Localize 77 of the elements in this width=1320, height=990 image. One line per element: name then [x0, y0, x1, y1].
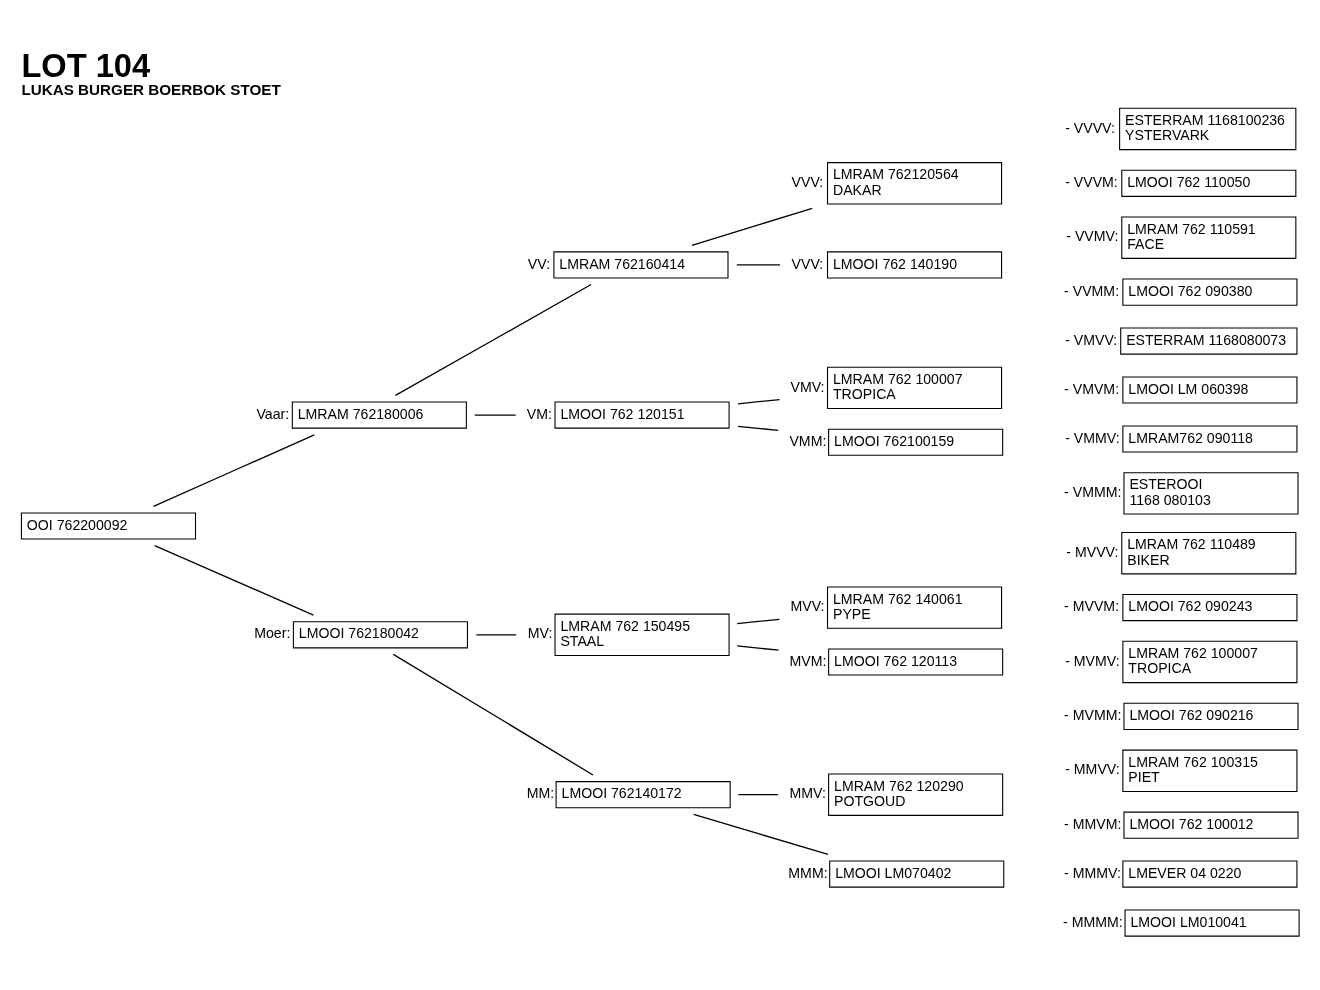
node-box: ESTERRAM 1168100236 YSTERVARK: [1119, 107, 1297, 151]
connector: [737, 398, 781, 405]
node-label: - MVMV:: [1065, 652, 1120, 669]
node-label: - VMVV:: [1065, 331, 1118, 348]
node-box: LMOOI 762180042: [292, 621, 468, 649]
node-box: LMOOI 762140172: [555, 781, 731, 809]
node-label: VMV:: [790, 378, 825, 395]
node-box: LMEVER 04 0220: [1122, 860, 1298, 888]
node-box: LMOOI LM010041: [1124, 909, 1300, 937]
node-label: - VMMM:: [1064, 484, 1122, 501]
node-box: LMRAM762 090118: [1122, 425, 1298, 453]
node-box: LMRAM 762180006: [291, 401, 467, 429]
node-label: VM:: [526, 405, 552, 422]
node-box: LMRAM 762 150495 STAAL: [554, 613, 730, 656]
node-box: LMOOI 762 120113: [828, 648, 1004, 676]
node-label: - MVMM:: [1064, 707, 1122, 724]
node-box: LMRAM 762 110591 FACE: [1121, 216, 1297, 259]
node-label: - MMMV:: [1064, 864, 1121, 881]
node-box: LMOOI 762 090216: [1123, 702, 1299, 730]
caption: LUKAS BURGER BOERBOK STOET: [21, 81, 281, 99]
node-box: LMOOI 762100159: [828, 428, 1004, 456]
node-label: MV:: [527, 625, 553, 642]
connector: [693, 813, 829, 856]
node-label: - MMVV:: [1065, 761, 1120, 778]
node-label: MM:: [526, 785, 555, 802]
connector: [474, 414, 517, 416]
connector: [392, 653, 594, 776]
node-label: MMV:: [789, 785, 826, 802]
node-label: - VVVM:: [1065, 174, 1118, 191]
connector: [691, 207, 813, 246]
node-box: LMRAM 762 100007 TROPICA: [827, 366, 1003, 410]
node-label: - MVVV:: [1066, 543, 1119, 560]
connector: [736, 645, 780, 651]
node-label: VVV:: [791, 255, 824, 272]
connector: [736, 618, 781, 625]
node-box: LMOOI 762 090243: [1122, 594, 1298, 622]
node-label: - VVMM:: [1064, 282, 1120, 299]
node-box: LMRAM 762 120290 POTGOUD: [828, 773, 1004, 816]
node-label: VVV:: [791, 174, 824, 191]
connector: [737, 794, 779, 796]
node-box: LMOOI 762 090380: [1122, 278, 1298, 306]
node-label: - MMVM:: [1064, 815, 1122, 832]
node-box: LMOOI 762 110050: [1121, 169, 1297, 197]
diagram-title: LOT 104: [21, 46, 151, 84]
node-label: MVM:: [789, 652, 827, 669]
connector: [394, 283, 592, 397]
node-box: LMOOI 762 120151: [554, 401, 730, 429]
node-box: LMOOI LM070402: [829, 860, 1005, 888]
node-box: ESTERRAM 1168080073: [1120, 327, 1298, 355]
node-label: Moer:: [254, 625, 291, 642]
node-label: - MVVM:: [1064, 598, 1120, 615]
node-box: LMRAM 762 100007 TROPICA: [1122, 640, 1298, 684]
node-box: LMRAM 762 110489 BIKER: [1121, 532, 1297, 575]
node-label: - VVMV:: [1066, 228, 1119, 245]
connector: [154, 545, 315, 616]
node-label: MVV:: [790, 598, 825, 615]
node-box: OOI 762200092: [20, 512, 197, 540]
node-label: VMM:: [789, 432, 827, 449]
node-label: - MMMM:: [1063, 913, 1123, 930]
node-box: LMRAM 762 140061 PYPE: [827, 586, 1003, 629]
node-box: LMOOI 762 140190: [827, 251, 1003, 279]
node-box: LMRAM 762160414: [553, 251, 729, 279]
node-label: - VMMV:: [1065, 429, 1120, 446]
node-label: Vaar:: [256, 405, 290, 422]
node-box: LMOOI 762 100012: [1123, 811, 1299, 839]
node-box: ESTEROOI 1168 080103: [1123, 472, 1299, 515]
connector: [152, 434, 315, 508]
node-box: LMOOI LM 060398: [1122, 376, 1298, 404]
connector: [737, 425, 779, 432]
connector: [475, 634, 517, 636]
connector: [736, 264, 781, 266]
node-label: MMM:: [788, 864, 828, 881]
node-box: LMRAM 762120564 DAKAR: [827, 162, 1003, 205]
node-box: LMRAM 762 100315 PIET: [1122, 749, 1298, 792]
node-label: - VMVM:: [1064, 380, 1120, 397]
node-label: - VVVV:: [1065, 119, 1115, 136]
node-label: VV:: [527, 255, 551, 272]
